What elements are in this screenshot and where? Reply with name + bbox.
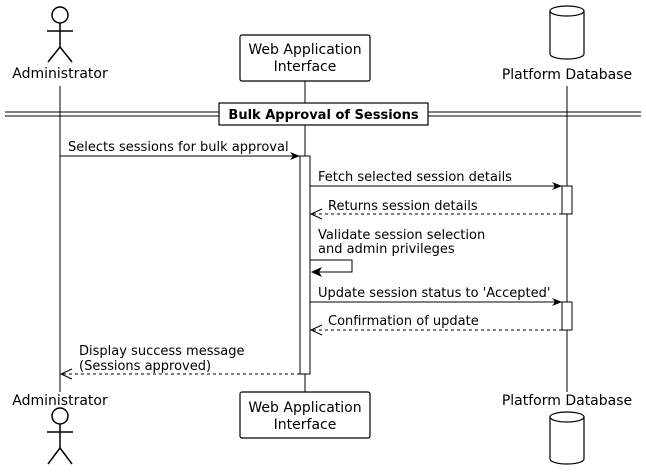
message-label: Returns session details [328,199,478,214]
participant-platform-database-bottom: Platform Database [502,393,632,465]
message-returns-details: Returns session details [309,199,562,220]
participant-label-line-2: Interface [274,59,337,75]
message-label: Selects sessions for bulk approval [68,140,289,155]
participant-label-line-2: Interface [274,417,337,433]
actor-administrator-bottom: Administrator [12,393,108,465]
actor-label: Administrator [12,393,108,409]
actor-label: Administrator [12,66,108,82]
message-label-line-1: Display success message [79,344,244,359]
message-label: Confirmation of update [328,314,479,329]
database-icon [549,411,585,465]
participant-label-line-1: Web Application [248,400,361,416]
message-fetch-details: Fetch selected session details [310,170,562,190]
message-display-success: Display success message (Sessions approv… [59,344,300,380]
participant-platform-database-top: Platform Database [502,5,632,83]
message-label-line-2: (Sessions approved) [79,359,211,374]
participant-web-application-top: Web Application Interface [239,34,371,82]
participant-label: Platform Database [502,67,632,83]
actor-administrator-top: Administrator [12,6,108,82]
group-divider-label: Bulk Approval of Sessions [228,108,418,123]
participant-label-line-1: Web Application [248,42,361,58]
message-label: Fetch selected session details [318,170,512,185]
message-confirmation: Confirmation of update [309,314,562,336]
message-label-line-2: and admin privileges [318,242,455,257]
participant-web-application-bottom: Web Application Interface [239,391,371,439]
stick-figure-icon [47,407,73,465]
activation-bar-web [299,155,311,375]
message-select-sessions: Selects sessions for bulk approval [60,140,300,160]
message-label-line-1: Validate session selection [318,228,485,243]
group-divider: Bulk Approval of Sessions [5,102,641,126]
stick-figure-icon [47,6,73,63]
participant-label: Platform Database [502,393,632,409]
activation-bar-db-1 [561,185,573,215]
activation-bar-db-2 [561,301,573,331]
message-validate-selection: Validate session selection and admin pri… [310,228,485,277]
database-icon [549,5,585,60]
message-update-status: Update session status to 'Accepted' [310,286,562,306]
message-label: Update session status to 'Accepted' [318,286,550,301]
